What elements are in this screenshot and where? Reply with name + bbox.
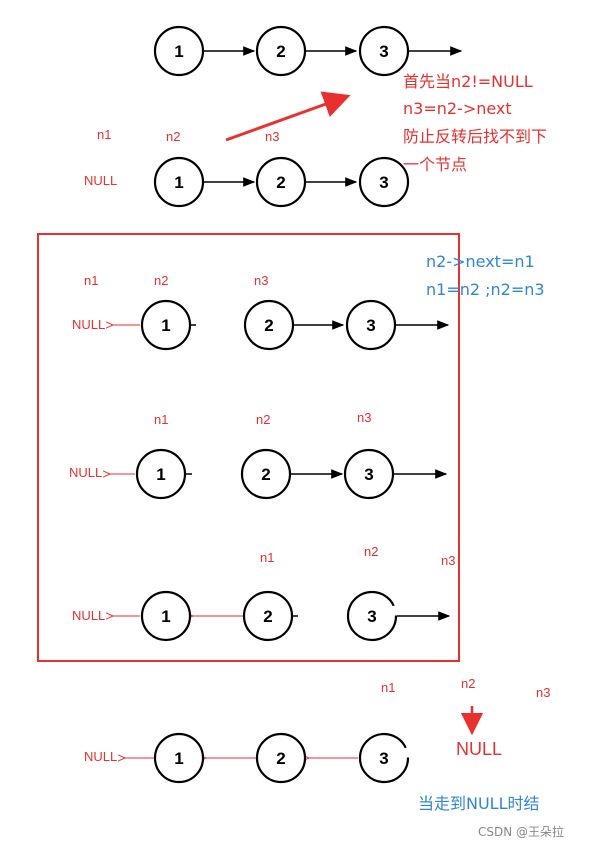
node-3: 3 (358, 25, 410, 77)
svg-text:1: 1 (161, 316, 170, 335)
svg-text:3: 3 (379, 173, 388, 192)
svg-text:2: 2 (276, 749, 285, 768)
row-5: n1 n2 n3 NULL 1 2 3 (72, 544, 455, 642)
row-6: n1 n2 n3 NULL NULL 1 2 3 (84, 676, 550, 784)
null-label: NULL (69, 465, 102, 480)
row-1: 1 2 3 (153, 25, 463, 77)
label-n3: n3 (265, 129, 279, 144)
node-3: 3 (346, 590, 398, 642)
note-loop: n2->next=n1 n1=n2 ;n2=n3 (426, 252, 545, 299)
node-2: 2 (255, 732, 307, 784)
label-n2: n2 (364, 544, 378, 559)
svg-text:1: 1 (174, 749, 183, 768)
label-n3: n3 (254, 273, 268, 288)
node-2: 2 (242, 590, 294, 642)
svg-text:1: 1 (174, 42, 183, 61)
node-2: 2 (255, 156, 307, 208)
svg-text:2: 2 (276, 173, 285, 192)
label-n3: n3 (441, 553, 455, 568)
svg-text:n1=n2 ;n2=n3: n1=n2 ;n2=n3 (426, 280, 545, 299)
row-4: n1 n2 n3 NULL 1 2 3 (69, 410, 448, 500)
null-label: NULL (72, 608, 105, 623)
node-3: 3 (343, 448, 395, 500)
node-1: 1 (140, 590, 192, 642)
label-n1: n1 (97, 127, 111, 142)
watermark: CSDN @王朵拉 (478, 824, 564, 839)
svg-text:3: 3 (379, 749, 388, 768)
note-end: 当走到NULL时结 (418, 794, 540, 813)
svg-text:n2->next=n1: n2->next=n1 (426, 252, 535, 271)
label-n1: n1 (154, 412, 168, 427)
svg-text:2: 2 (264, 316, 273, 335)
svg-text:3: 3 (379, 42, 388, 61)
null-label: NULL (84, 749, 117, 764)
label-n1: n1 (260, 550, 274, 565)
red-pointer-arrow (225, 91, 351, 142)
null-end-label: NULL (456, 739, 502, 759)
svg-text:n3=n2->next: n3=n2->next (403, 99, 512, 118)
loop-box (37, 233, 460, 662)
node-1: 1 (153, 25, 205, 77)
svg-text:一个节点: 一个节点 (403, 155, 467, 174)
node-3: 3 (345, 299, 397, 351)
node-1: 1 (153, 732, 205, 784)
label-n2: n2 (461, 676, 475, 691)
svg-text:2: 2 (261, 465, 270, 484)
svg-text:1: 1 (156, 465, 165, 484)
svg-text:防止反转后找不到下: 防止反转后找不到下 (403, 127, 547, 146)
node-2: 2 (240, 448, 292, 500)
svg-text:3: 3 (366, 316, 375, 335)
node-1: 1 (140, 299, 192, 351)
label-n3: n3 (357, 410, 371, 425)
node-1: 1 (153, 156, 205, 208)
label-n2: n2 (166, 129, 180, 144)
null-label: NULL (72, 317, 105, 332)
label-n1: n1 (84, 273, 98, 288)
row-2: n1 n2 n3 NULL 1 2 3 (84, 127, 410, 208)
note-initial: 首先当n2!=NULL n3=n2->next 防止反转后找不到下 一个节点 (403, 72, 547, 174)
node-3: 3 (358, 156, 410, 208)
svg-text:3: 3 (364, 465, 373, 484)
label-n2: n2 (256, 412, 270, 427)
null-label: NULL (84, 173, 117, 188)
label-n2: n2 (154, 273, 168, 288)
svg-text:首先当n2!=NULL: 首先当n2!=NULL (403, 72, 533, 91)
node-2: 2 (255, 25, 307, 77)
svg-text:2: 2 (263, 607, 272, 626)
row-3: n1 n2 n3 NULL 1 2 3 (72, 273, 450, 351)
node-1: 1 (135, 448, 187, 500)
label-n1: n1 (381, 680, 395, 695)
svg-text:1: 1 (174, 173, 183, 192)
svg-text:3: 3 (367, 607, 376, 626)
svg-text:2: 2 (276, 42, 285, 61)
label-n3: n3 (536, 685, 550, 700)
node-3: 3 (358, 732, 410, 784)
node-2: 2 (243, 299, 295, 351)
svg-text:1: 1 (161, 607, 170, 626)
